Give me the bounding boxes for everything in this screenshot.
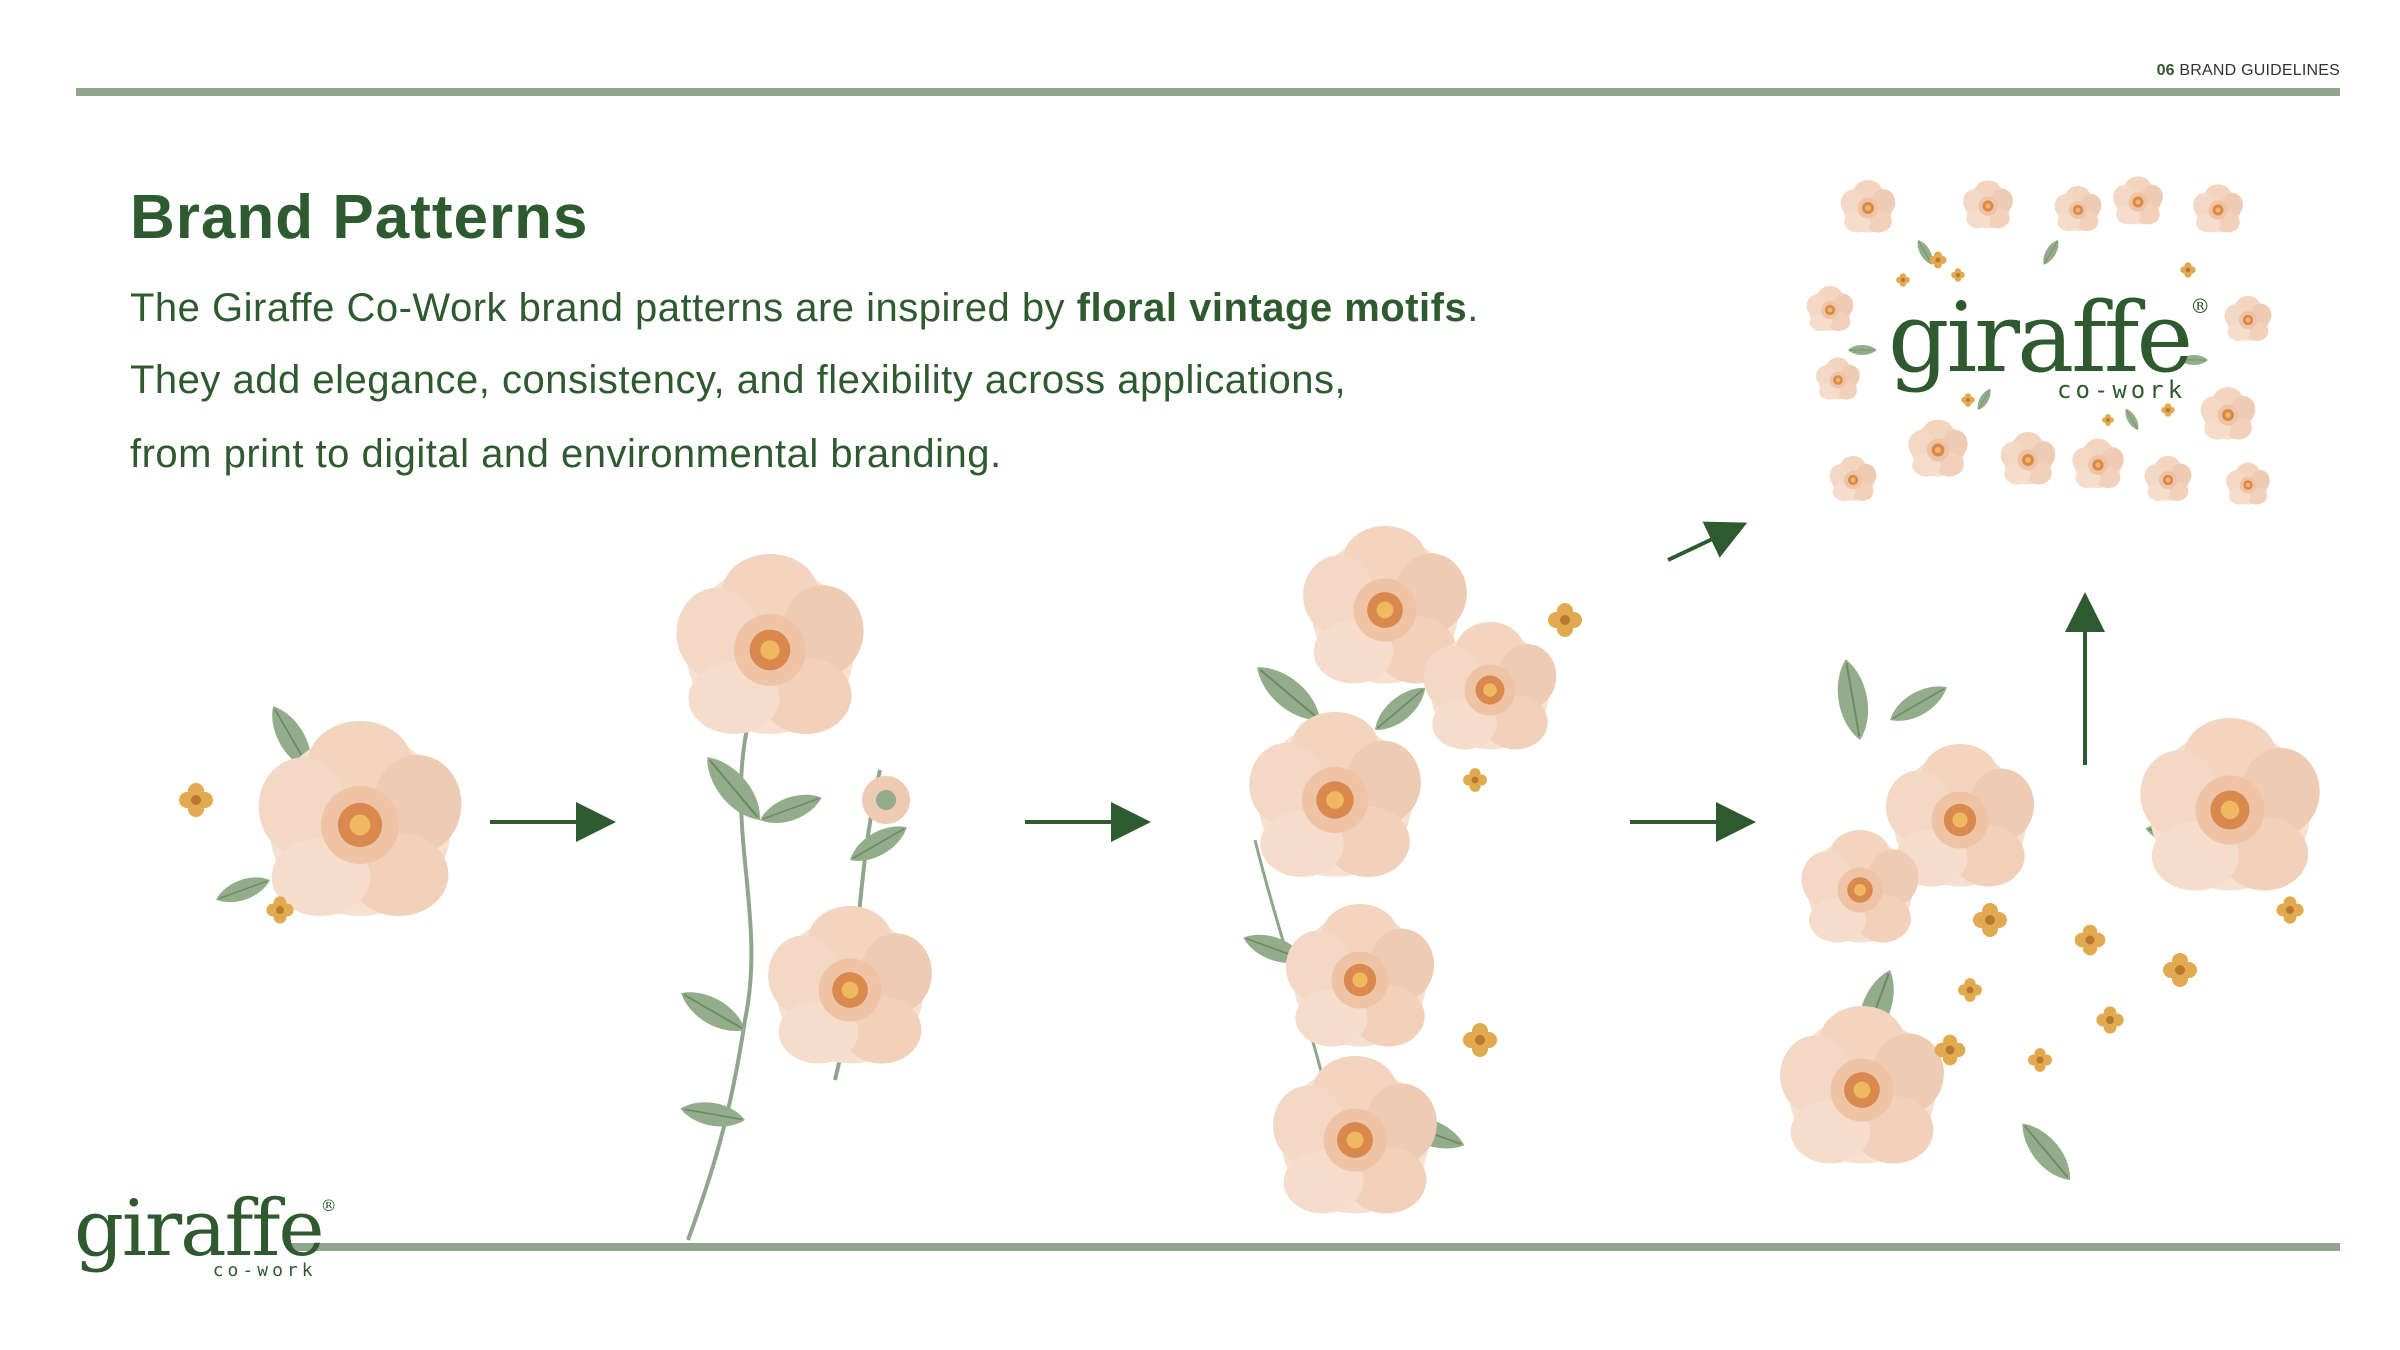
leaf-icon — [2038, 237, 2063, 268]
arrow-right-icon — [1025, 802, 1151, 842]
bottom-divider — [290, 1243, 2340, 1251]
page-header: 06 BRAND GUIDELINES — [2157, 62, 2340, 80]
peony-flower-icon — [2193, 184, 2243, 233]
arrow-right-icon — [490, 802, 616, 842]
small-blossom-icon — [1973, 903, 2007, 937]
peony-flower-icon — [1816, 357, 1860, 400]
single-flower-motif — [179, 698, 462, 924]
section-label: BRAND GUIDELINES — [2179, 62, 2340, 79]
peony-flower-icon — [1963, 180, 2013, 229]
leaf-icon — [1830, 655, 1876, 744]
small-blossom-icon — [2074, 924, 2106, 956]
page-number: 06 — [2156, 62, 2175, 79]
logo-wordmark: giraffe — [1888, 282, 2193, 394]
peony-flower-icon — [1780, 1006, 1944, 1164]
top-divider — [76, 88, 2340, 96]
small-blossom-icon — [1951, 268, 1965, 282]
peony-flower-icon — [2072, 438, 2124, 489]
floral-cluster-motif — [1238, 526, 1582, 1214]
registered-mark: ® — [2190, 294, 2211, 318]
pattern-repeat-motif — [1780, 655, 2320, 1190]
peony-flower-icon — [1285, 904, 1435, 1047]
small-blossom-icon — [179, 783, 213, 817]
leaf-icon — [673, 981, 753, 1043]
leaf-icon — [843, 816, 914, 871]
small-blossom-icon — [2180, 262, 2196, 278]
peony-flower-icon — [2224, 296, 2272, 341]
small-blossom-icon — [1548, 603, 1582, 637]
peony-flower-icon — [2200, 387, 2256, 440]
leaf-icon — [1883, 676, 1954, 731]
leaf-icon — [677, 1096, 748, 1133]
registered-mark: ® — [320, 1196, 337, 1215]
leaf-icon — [2121, 406, 2143, 433]
peony-flower-icon — [2140, 718, 2320, 891]
logo-wordmark: giraffe — [74, 1184, 325, 1274]
peony-flower-icon — [2226, 462, 2270, 505]
small-blossom-icon — [1463, 768, 1487, 792]
small-blossom-icon — [1929, 251, 1947, 269]
body-line-2: They add elegance, consistency, and flex… — [130, 358, 1347, 402]
pattern-application-card: giraffe co-work ® — [1806, 176, 2274, 510]
peony-flower-icon — [1829, 456, 1877, 501]
arrow-up-icon — [2065, 592, 2105, 765]
peony-flower-icon — [768, 906, 932, 1064]
leaf-icon — [695, 747, 772, 831]
leaf-icon — [211, 869, 275, 910]
flower-stem-motif — [673, 554, 932, 1241]
body-text-end: . — [1467, 286, 1479, 330]
body-line-3: from print to digital and environmental … — [130, 432, 1002, 476]
small-blossom-icon — [2161, 403, 2175, 417]
small-blossom-icon — [2028, 1048, 2052, 1072]
leaf-icon — [2011, 1114, 2081, 1190]
small-blossom-icon — [2163, 953, 2197, 987]
peony-flower-icon — [1249, 712, 1421, 877]
peony-flower-icon — [2144, 456, 2192, 501]
leaf-icon — [1847, 344, 1878, 356]
peony-flower-icon — [2113, 176, 2163, 225]
small-blossom-icon — [1463, 1023, 1497, 1057]
peony-flower-icon — [1840, 180, 1896, 233]
peony-flower-icon — [2054, 186, 2102, 231]
logo-subtitle: co-work — [212, 1260, 317, 1281]
small-blossom-icon — [1958, 978, 1982, 1002]
peony-flower-icon — [1806, 286, 1854, 331]
body-line-1: The Giraffe Co-Work brand patterns are i… — [130, 286, 1479, 331]
small-blossom-icon — [2102, 414, 2114, 426]
logo-subtitle: co-work — [2057, 376, 2187, 404]
arrow-right-icon — [1630, 802, 1756, 842]
peony-flower-icon — [1908, 419, 1968, 477]
body-text: The Giraffe Co-Work brand patterns are i… — [130, 286, 1077, 330]
peony-flower-icon — [1273, 1056, 1437, 1214]
page-title: Brand Patterns — [130, 183, 589, 252]
leaf-icon — [1366, 678, 1434, 740]
small-blossom-icon — [2096, 1006, 2124, 1034]
card-logo: giraffe co-work ® — [1888, 282, 2210, 404]
peony-flower-icon — [2000, 432, 2056, 485]
body-emphasis: floral vintage motifs — [1076, 286, 1468, 330]
footer-logo: giraffe co-work ® — [74, 1184, 337, 1281]
arrow-up-right-icon — [1667, 521, 1748, 562]
leaf-icon — [755, 786, 827, 832]
peony-flower-icon — [676, 554, 864, 734]
small-blossom-icon — [2276, 896, 2304, 924]
